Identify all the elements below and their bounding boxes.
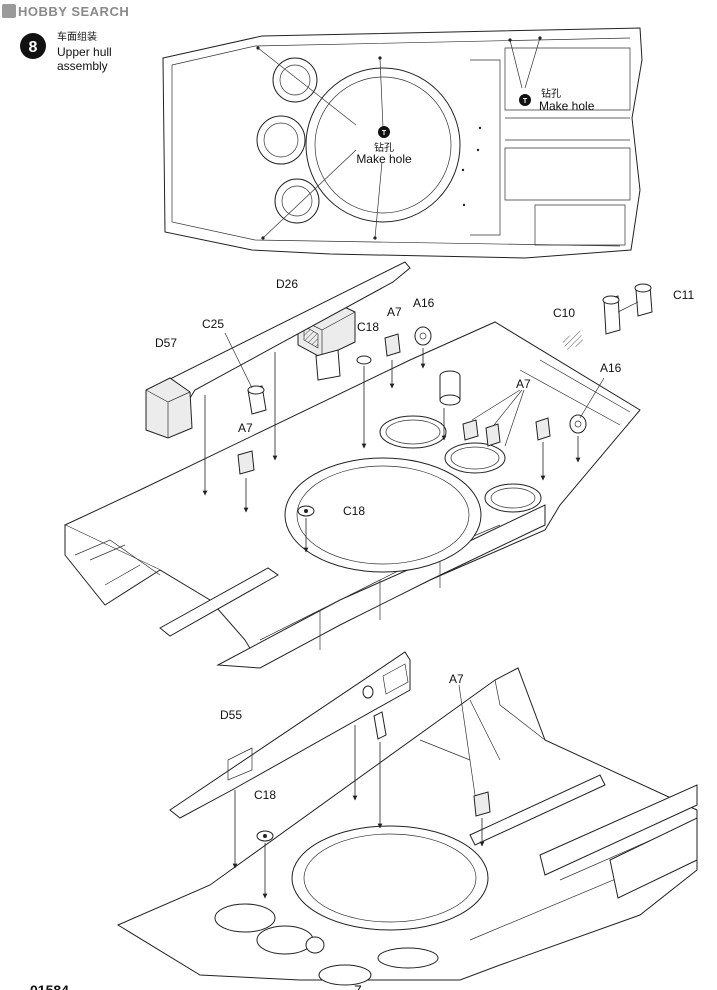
part-a7-c: A7 [237,421,255,513]
hole-note-en: Make hole [539,99,595,113]
step-number-badge [20,33,46,59]
step-title-cn: 车面组装 [57,30,97,43]
label-a16-a: A16 [413,296,435,310]
label-d26: D26 [276,277,298,291]
step-header: 8 车面组装 Upper hull assembly [20,30,112,73]
part-latch [373,711,387,829]
part-c25: C25 [202,317,267,415]
label-c18-b: C18 [343,504,365,518]
step-title-line2: assembly [57,59,108,73]
label-d57: D57 [155,336,177,350]
part-c18-a: C18 [356,320,379,449]
hole-note-cn: 钻孔 [541,87,561,100]
step-number: 8 [29,39,38,56]
label-a16-b: A16 [600,361,622,375]
label-a7-a: A7 [387,305,402,319]
label-a7-c: A7 [238,421,253,435]
footer-code: 01584 [30,982,69,990]
hole-note-right: T 钻孔 Make hole [519,87,595,113]
watermark: HOBBY SEARCH [2,4,129,19]
part-d57: D57 [145,261,411,439]
part-c18-b: C18 [297,504,365,553]
part-c18-c: C18 [254,788,276,899]
label-d55: D55 [220,708,242,722]
svg-text:T: T [382,130,387,137]
turret-ring-lower [291,825,489,931]
turret-ring [305,67,461,223]
hull-iso-upper [63,321,641,669]
hole-note-en: Make hole [356,152,412,166]
svg-text:T: T [523,98,528,105]
part-a7-a: A7 [384,305,402,389]
part-a16-a: A16 [413,296,435,369]
label-a7-b: A7 [516,377,531,391]
label-c18-a: C18 [357,320,379,334]
part-a7-cluster: A7 [462,377,551,481]
page-number: 7 [354,982,362,990]
hole-icon [519,94,531,106]
hull-top-view: T 钻孔 Make hole T 钻孔 Make hole [162,27,643,259]
hull-iso-lower [116,667,698,986]
label-c25: C25 [202,317,224,331]
hole-note-cn: 钻孔 [374,141,394,154]
label-c11: C11 [673,288,694,302]
hole-icon [378,126,390,138]
part-a16-b: A16 [569,361,622,463]
hole-note-center: T 钻孔 Make hole [356,126,412,166]
turret-ring-iso [284,457,482,573]
part-a7-d: A7 [449,672,491,847]
step-title-line1: Upper hull [57,45,112,59]
label-c10: C10 [553,306,575,320]
part-cylinder [439,370,461,441]
label-a7-d: A7 [449,672,464,686]
part-c10-c11: C10 C11 [553,283,694,350]
watermark-text: HOBBY SEARCH [18,4,129,19]
hatch-rings-left [256,57,320,224]
part-d55: D55 [169,651,411,819]
label-c18-c: C18 [254,788,276,802]
